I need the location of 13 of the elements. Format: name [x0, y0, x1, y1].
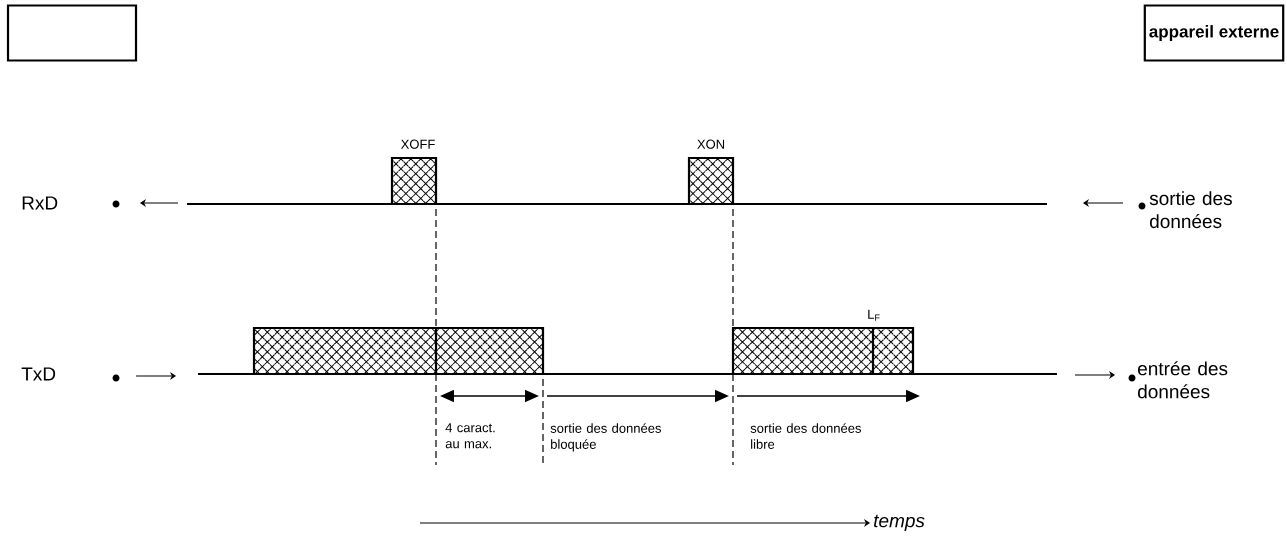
axis-label: temps — [874, 514, 925, 532]
port-label: entrée des données — [1138, 361, 1228, 399]
device-box: appareil externe — [1143, 4, 1285, 62]
interval-label: sortie des données libre — [750, 423, 861, 449]
interval-label: 4 caract. au max. — [445, 423, 495, 449]
signal-name: XOFF — [401, 139, 435, 149]
signal-name: RxD — [22, 196, 58, 210]
interval-label: sortie des données bloquée — [550, 423, 661, 452]
device-box — [6, 4, 138, 62]
signal-name: L$_{F}$ — [868, 309, 880, 321]
signal-name: TxD — [21, 367, 56, 381]
signal-name: XON — [697, 139, 725, 149]
port-label: sortie des données — [1149, 191, 1232, 229]
